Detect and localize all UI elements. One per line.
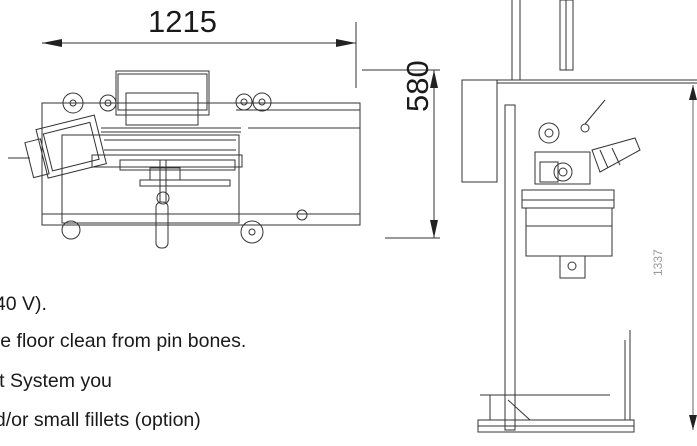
height-dimension-label: 580 [400, 60, 435, 112]
width-dimension-label: 1215 [148, 4, 217, 39]
top-view-drawing [8, 22, 440, 249]
width-dimension-line [42, 22, 357, 88]
side-height-dimension-label: 1337 [651, 249, 665, 276]
text-line: elt System you [0, 370, 112, 392]
text-line: 240 V). [0, 293, 47, 315]
text-line: the floor clean from pin bones. [0, 330, 247, 352]
text-line: nd/or small fillets (option) [0, 409, 201, 431]
height-dimension-line [362, 69, 440, 239]
side-view-drawing [461, 0, 697, 433]
